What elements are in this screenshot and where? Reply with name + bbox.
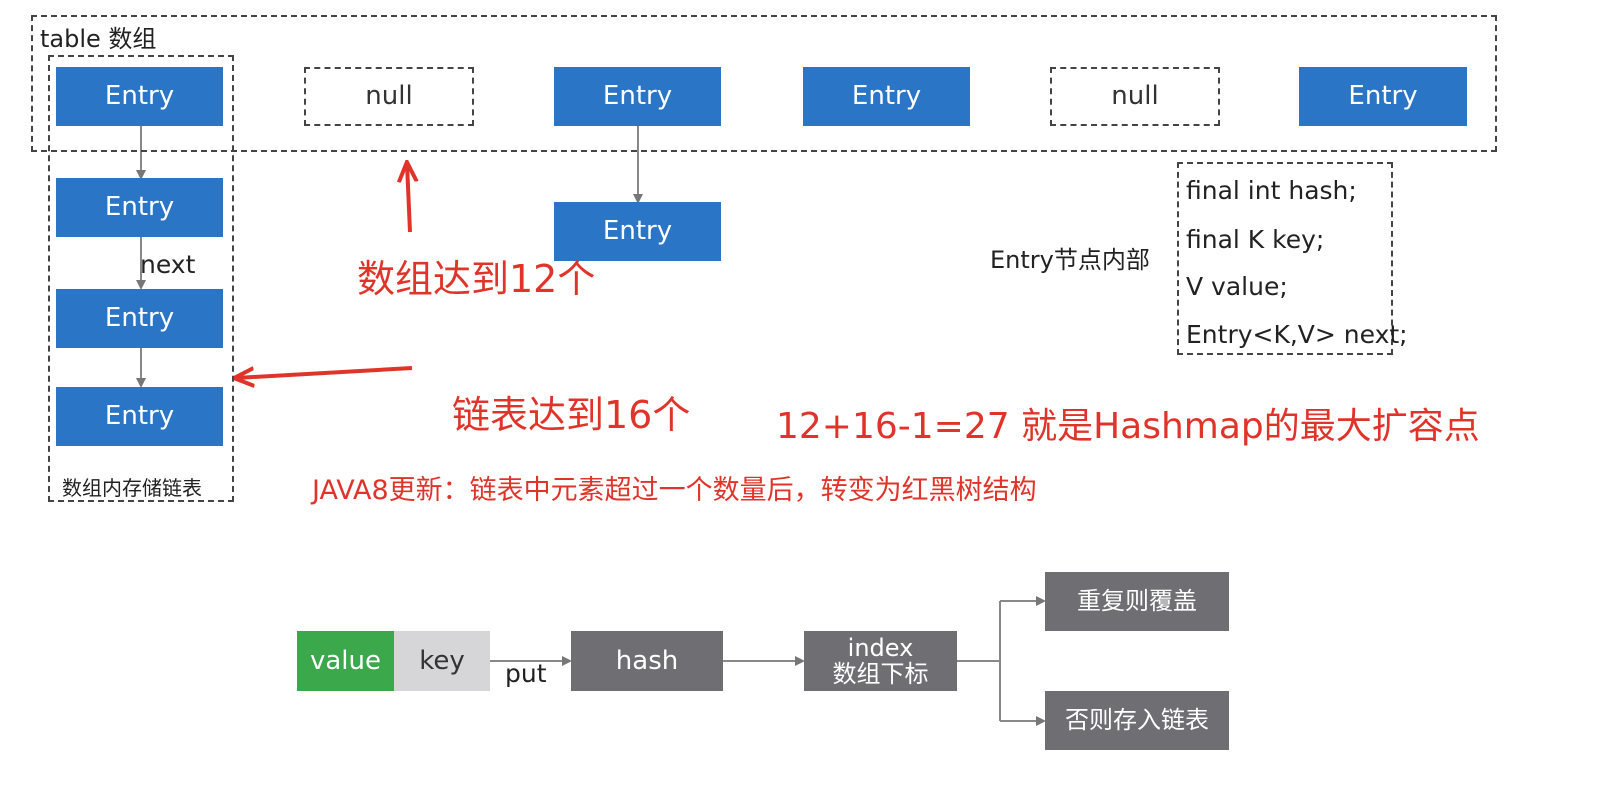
table-slot-entry: Entry	[803, 67, 970, 126]
table-array-frame	[31, 15, 1497, 152]
index-sublabel: 数组下标	[832, 660, 929, 688]
list-threshold-note: 链表达到16个	[452, 393, 691, 437]
chain-entry: Entry	[56, 178, 223, 237]
index-box: index 数组下标	[804, 631, 957, 691]
slot3-child-entry: Entry	[554, 202, 721, 261]
chain-frame	[48, 55, 234, 502]
array-threshold-note: 数组达到12个	[357, 257, 596, 301]
append-box: 否则存入链表	[1045, 691, 1229, 750]
hash-box: hash	[571, 631, 723, 691]
overwrite-box: 重复则覆盖	[1045, 572, 1229, 631]
chain-caption: 数组内存储链表	[62, 476, 202, 500]
table-slot-entry: Entry	[554, 67, 721, 126]
entry-field: Entry<K,V> next;	[1186, 320, 1408, 349]
entry-field: V value;	[1186, 272, 1288, 301]
index-label: index	[847, 633, 914, 662]
next-label: next	[140, 250, 196, 279]
entry-field: final K key;	[1186, 225, 1325, 254]
chain-entry: Entry	[56, 289, 223, 348]
red-arrow-left	[236, 366, 413, 378]
value-box: value	[297, 631, 394, 691]
table-slot-entry: Entry	[1299, 67, 1467, 126]
entry-internals-frame	[1177, 162, 1393, 355]
table-slot-entry: Entry	[56, 67, 223, 126]
table-slot-null: null	[304, 67, 474, 126]
put-label: put	[505, 659, 547, 688]
entry-field: final int hash;	[1186, 176, 1357, 205]
table-slot-null: null	[1050, 67, 1220, 126]
key-box: key	[394, 631, 490, 691]
red-arrow-up	[407, 164, 410, 233]
max-resize-note: 12+16-1=27 就是Hashmap的最大扩容点	[776, 406, 1480, 447]
table-array-label: table 数组	[40, 25, 157, 53]
entry-internals-label: Entry节点内部	[990, 246, 1150, 274]
java8-note: JAVA8更新：链表中元素超过一个数量后，转变为红黑树结构	[312, 475, 1037, 506]
chain-entry: Entry	[56, 387, 223, 446]
